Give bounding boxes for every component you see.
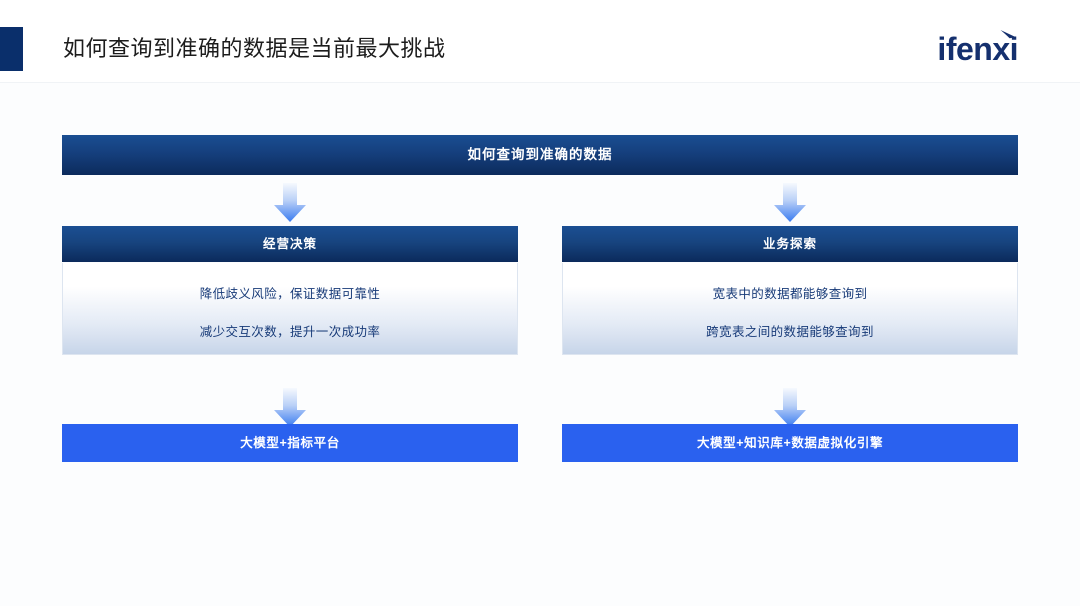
branch-footer: 大模型+指标平台: [62, 424, 518, 462]
branch-business-decision: 经营决策 降低歧义风险，保证数据可靠性 减少交互次数，提升一次成功率 大模型+指…: [62, 226, 518, 500]
arrow-down-icon: [774, 388, 806, 427]
branch-body: 宽表中的数据都能够查询到 跨宽表之间的数据能够查询到: [562, 263, 1018, 355]
branch-footer-label: 大模型+知识库+数据虚拟化引擎: [696, 436, 884, 450]
arrow-up-right-icon: [1000, 30, 1016, 39]
brand-logo-text: ifenxi: [937, 31, 1018, 67]
branch-header: 业务探索: [562, 226, 1018, 262]
branch-body-line: 降低歧义风险，保证数据可靠性: [199, 287, 381, 301]
branch-header: 经营决策: [62, 226, 518, 262]
branch-body-line: 减少交互次数，提升一次成功率: [199, 325, 381, 339]
arrow-down-icon: [274, 388, 306, 427]
branch-body-line: 宽表中的数据都能够查询到: [712, 287, 868, 301]
diagram-top-banner: 如何查询到准确的数据: [62, 135, 1018, 175]
header-accent-tab: [0, 27, 23, 71]
branch-business-exploration: 业务探索 宽表中的数据都能够查询到 跨宽表之间的数据能够查询到 大模型+知识库+…: [562, 226, 1018, 500]
slide-header: 如何查询到准确的数据是当前最大挑战 ifenxi: [0, 0, 1080, 83]
arrow-down-icon: [274, 183, 306, 222]
brand-logo: ifenxi: [908, 27, 1018, 71]
branch-body: 降低歧义风险，保证数据可靠性 减少交互次数，提升一次成功率: [62, 263, 518, 355]
branch-header-label: 业务探索: [762, 237, 817, 251]
branch-footer-label: 大模型+指标平台: [240, 436, 340, 450]
diagram-top-banner-label: 如何查询到准确的数据: [467, 147, 613, 162]
flow-diagram: 如何查询到准确的数据 经营决策: [62, 100, 1018, 500]
branch-body-line: 跨宽表之间的数据能够查询到: [706, 325, 874, 339]
branch-header-label: 经营决策: [262, 237, 317, 251]
page-title: 如何查询到准确的数据是当前最大挑战: [63, 36, 446, 61]
branch-footer: 大模型+知识库+数据虚拟化引擎: [562, 424, 1018, 462]
arrow-down-icon: [774, 183, 806, 222]
